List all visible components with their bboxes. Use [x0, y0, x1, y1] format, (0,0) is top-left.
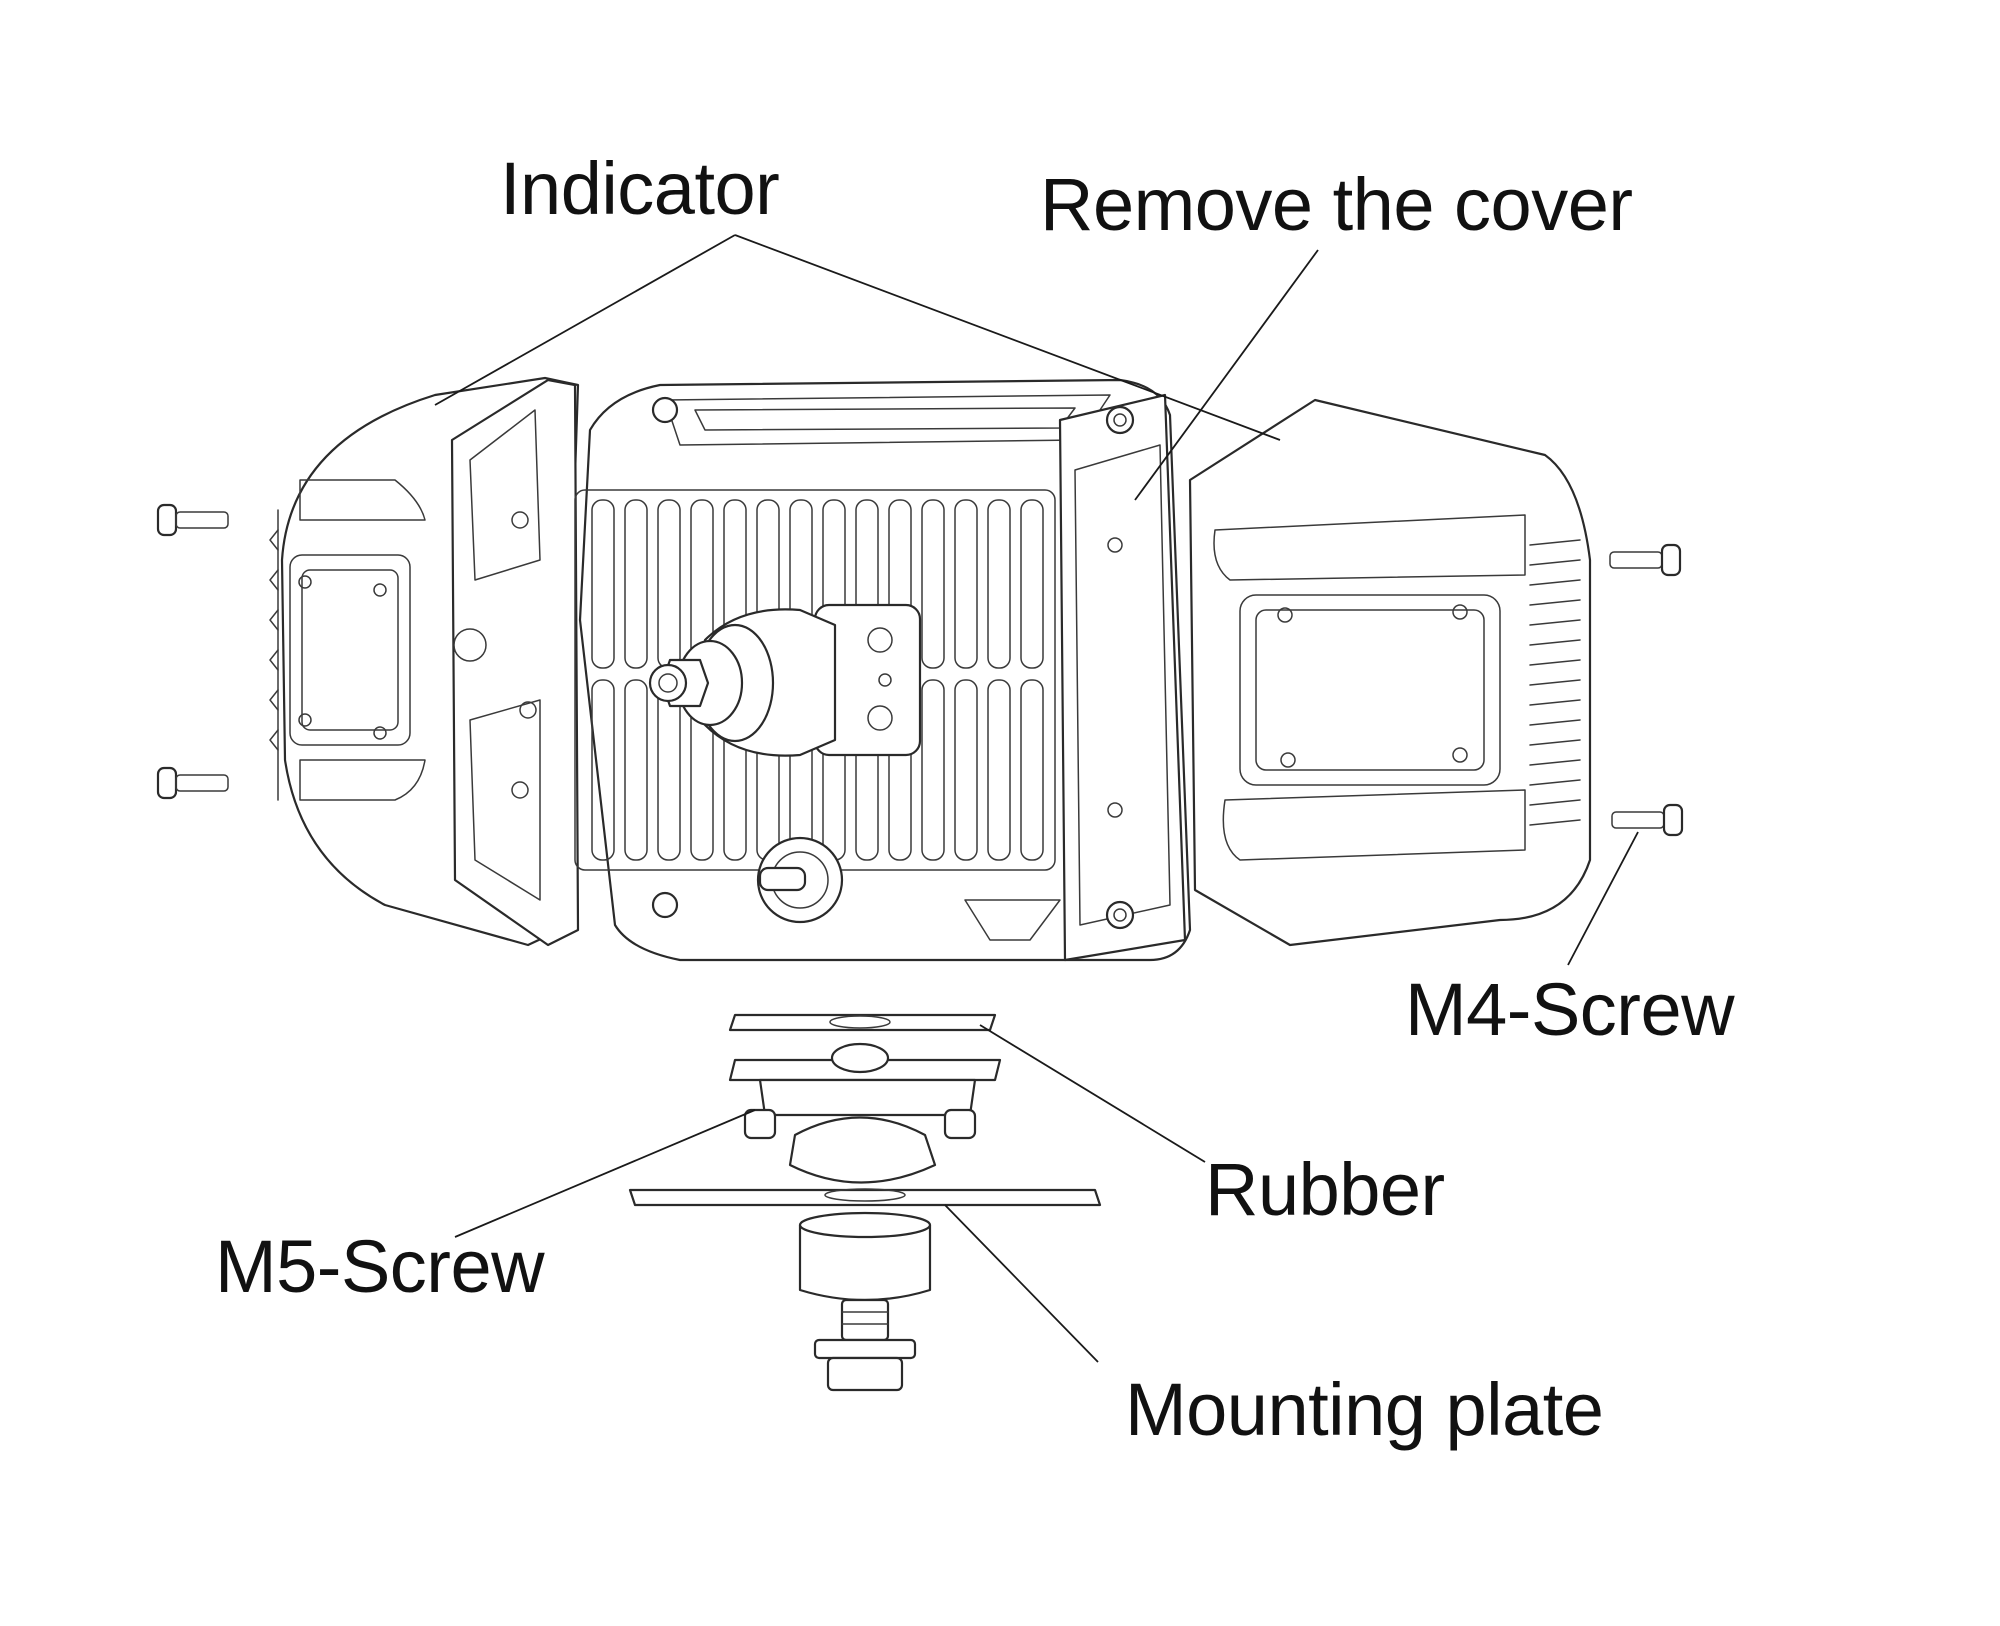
- bottom-fastener: [798, 1211, 932, 1392]
- leader-lines: [434, 234, 1639, 1363]
- callout-remove-cover: Remove the cover: [1040, 163, 1633, 246]
- callout-mounting-plate: Mounting plate: [1125, 1368, 1604, 1451]
- callout-rubber: Rubber: [1205, 1148, 1445, 1231]
- callout-m4-screw: M4-Screw: [1405, 968, 1735, 1051]
- mounting-plate: [628, 1188, 1102, 1207]
- leader-mounting-plate: [944, 1204, 1099, 1363]
- rubber-gasket: [728, 1013, 997, 1032]
- center-hub: [648, 603, 922, 924]
- m4-screw-left-bottom: [156, 766, 229, 800]
- callout-indicator: Indicator: [500, 147, 780, 230]
- swivel-bracket: [728, 1042, 1002, 1184]
- m4-screw-left-top: [156, 503, 229, 537]
- callout-m5-screw: M5-Screw: [215, 1225, 545, 1308]
- m4-screws: [156, 503, 1684, 837]
- m4-screw-right-top: [1609, 543, 1682, 577]
- left-bracket: [450, 378, 580, 947]
- leader-m5-screw: [454, 1109, 756, 1238]
- m4-screw-right-bottom: [1611, 803, 1684, 837]
- leader-indicator-right: [734, 234, 1281, 441]
- right-indicator-housing: [1188, 398, 1592, 947]
- leader-rubber: [979, 1024, 1206, 1163]
- leader-m4-screw: [1567, 831, 1639, 966]
- leader-remove-cover: [1134, 249, 1319, 501]
- leader-indicator-left: [434, 234, 736, 406]
